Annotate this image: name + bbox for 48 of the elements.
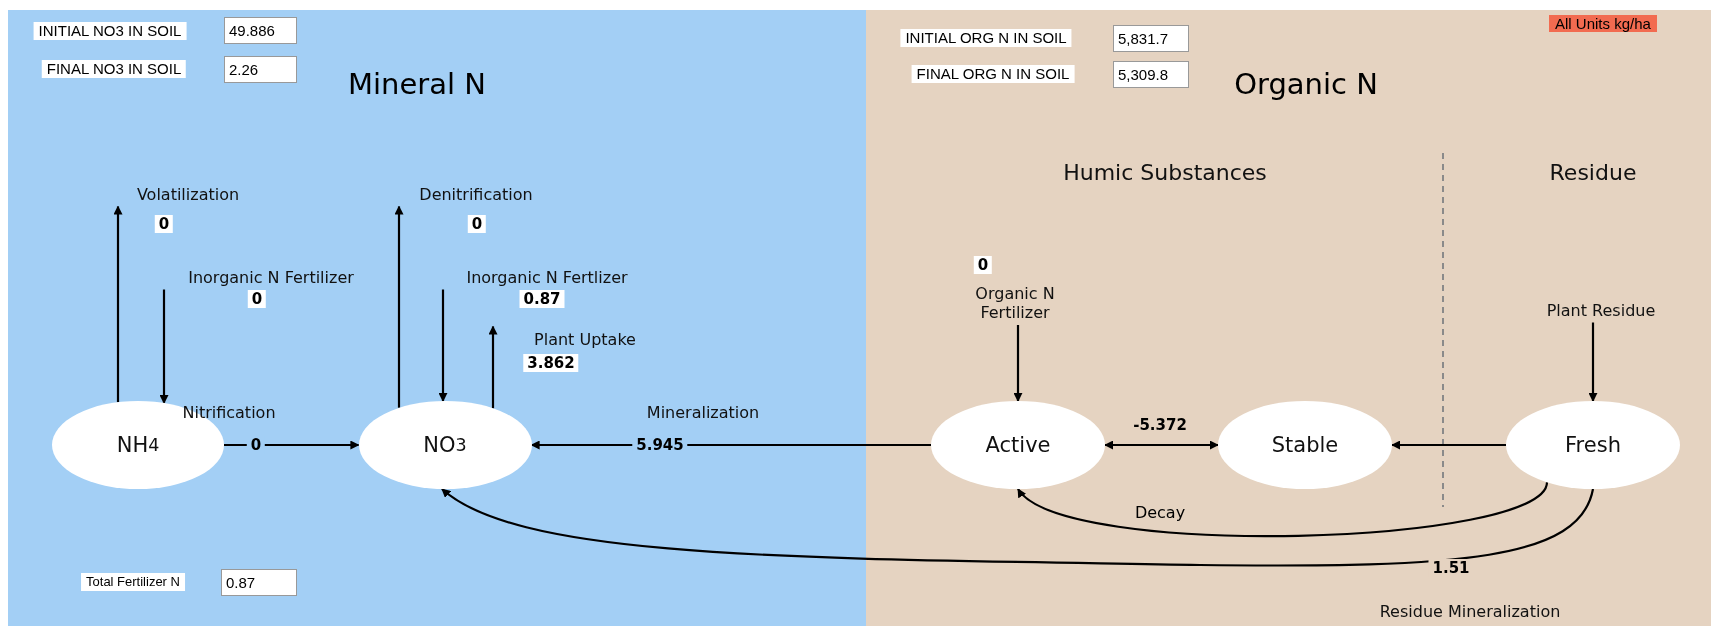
pool-ellipse: Fresh bbox=[1506, 401, 1680, 489]
section-heading: Residue bbox=[1549, 159, 1637, 185]
flow-label: Denitrification bbox=[419, 184, 533, 204]
section-heading: Humic Substances bbox=[1063, 159, 1267, 185]
value-label: 0.87 bbox=[519, 290, 565, 308]
panel bbox=[8, 10, 866, 626]
flow-label: Organic N Fertilizer bbox=[955, 284, 1075, 322]
flow-label: Inorganic N Fertilizer bbox=[188, 267, 354, 287]
field-label: FINAL ORG N IN SOIL bbox=[911, 65, 1075, 83]
flow-label: Mineralization bbox=[646, 402, 760, 422]
value-label: 0 bbox=[247, 290, 267, 308]
field-label: FINAL NO3 IN SOIL bbox=[41, 60, 187, 78]
arrow bbox=[1391, 440, 1506, 450]
field-label: Total Fertilizer N bbox=[81, 573, 185, 591]
arrow bbox=[438, 289, 448, 402]
arrow bbox=[488, 325, 498, 409]
flow-label: Plant Residue bbox=[1546, 300, 1656, 320]
output-field: 49.886 bbox=[224, 17, 297, 44]
output-field: 2.26 bbox=[224, 56, 297, 83]
field-label: INITIAL NO3 IN SOIL bbox=[33, 22, 187, 40]
output-field: 5,309.8 bbox=[1113, 61, 1189, 88]
value-label: 0 bbox=[154, 215, 174, 233]
panel-title: Mineral N bbox=[348, 67, 486, 101]
units-badge: All Units kg/ha bbox=[1549, 15, 1657, 32]
panel bbox=[866, 10, 1711, 626]
flow-label: Residue Mineralization bbox=[1379, 601, 1561, 621]
value-label: 3.862 bbox=[523, 354, 579, 372]
flow-label: Plant Uptake bbox=[534, 329, 636, 349]
flow-label: Nitrification bbox=[182, 402, 276, 422]
arrow bbox=[1017, 481, 1548, 537]
arrow bbox=[224, 440, 360, 450]
arrow bbox=[1588, 322, 1598, 402]
arrow bbox=[1104, 440, 1219, 450]
output-field: 0.87 bbox=[221, 569, 297, 596]
output-field: 5,831.7 bbox=[1113, 25, 1189, 52]
flow-label: Volatilization bbox=[136, 184, 240, 204]
arrow bbox=[159, 289, 169, 404]
value-label: 0 bbox=[467, 215, 487, 233]
field-label: INITIAL ORG N IN SOIL bbox=[900, 29, 1072, 47]
arrow bbox=[1013, 325, 1023, 402]
pool-ellipse: Active bbox=[931, 401, 1105, 489]
arrow bbox=[113, 205, 123, 403]
panel-title: Organic N bbox=[1234, 67, 1378, 101]
flow-label: Inorganic N Fertlizer bbox=[466, 267, 628, 287]
arrow bbox=[441, 488, 1595, 567]
pool-ellipse: Stable bbox=[1218, 401, 1392, 489]
value-label: 0 bbox=[973, 256, 993, 274]
arrow bbox=[394, 205, 404, 408]
